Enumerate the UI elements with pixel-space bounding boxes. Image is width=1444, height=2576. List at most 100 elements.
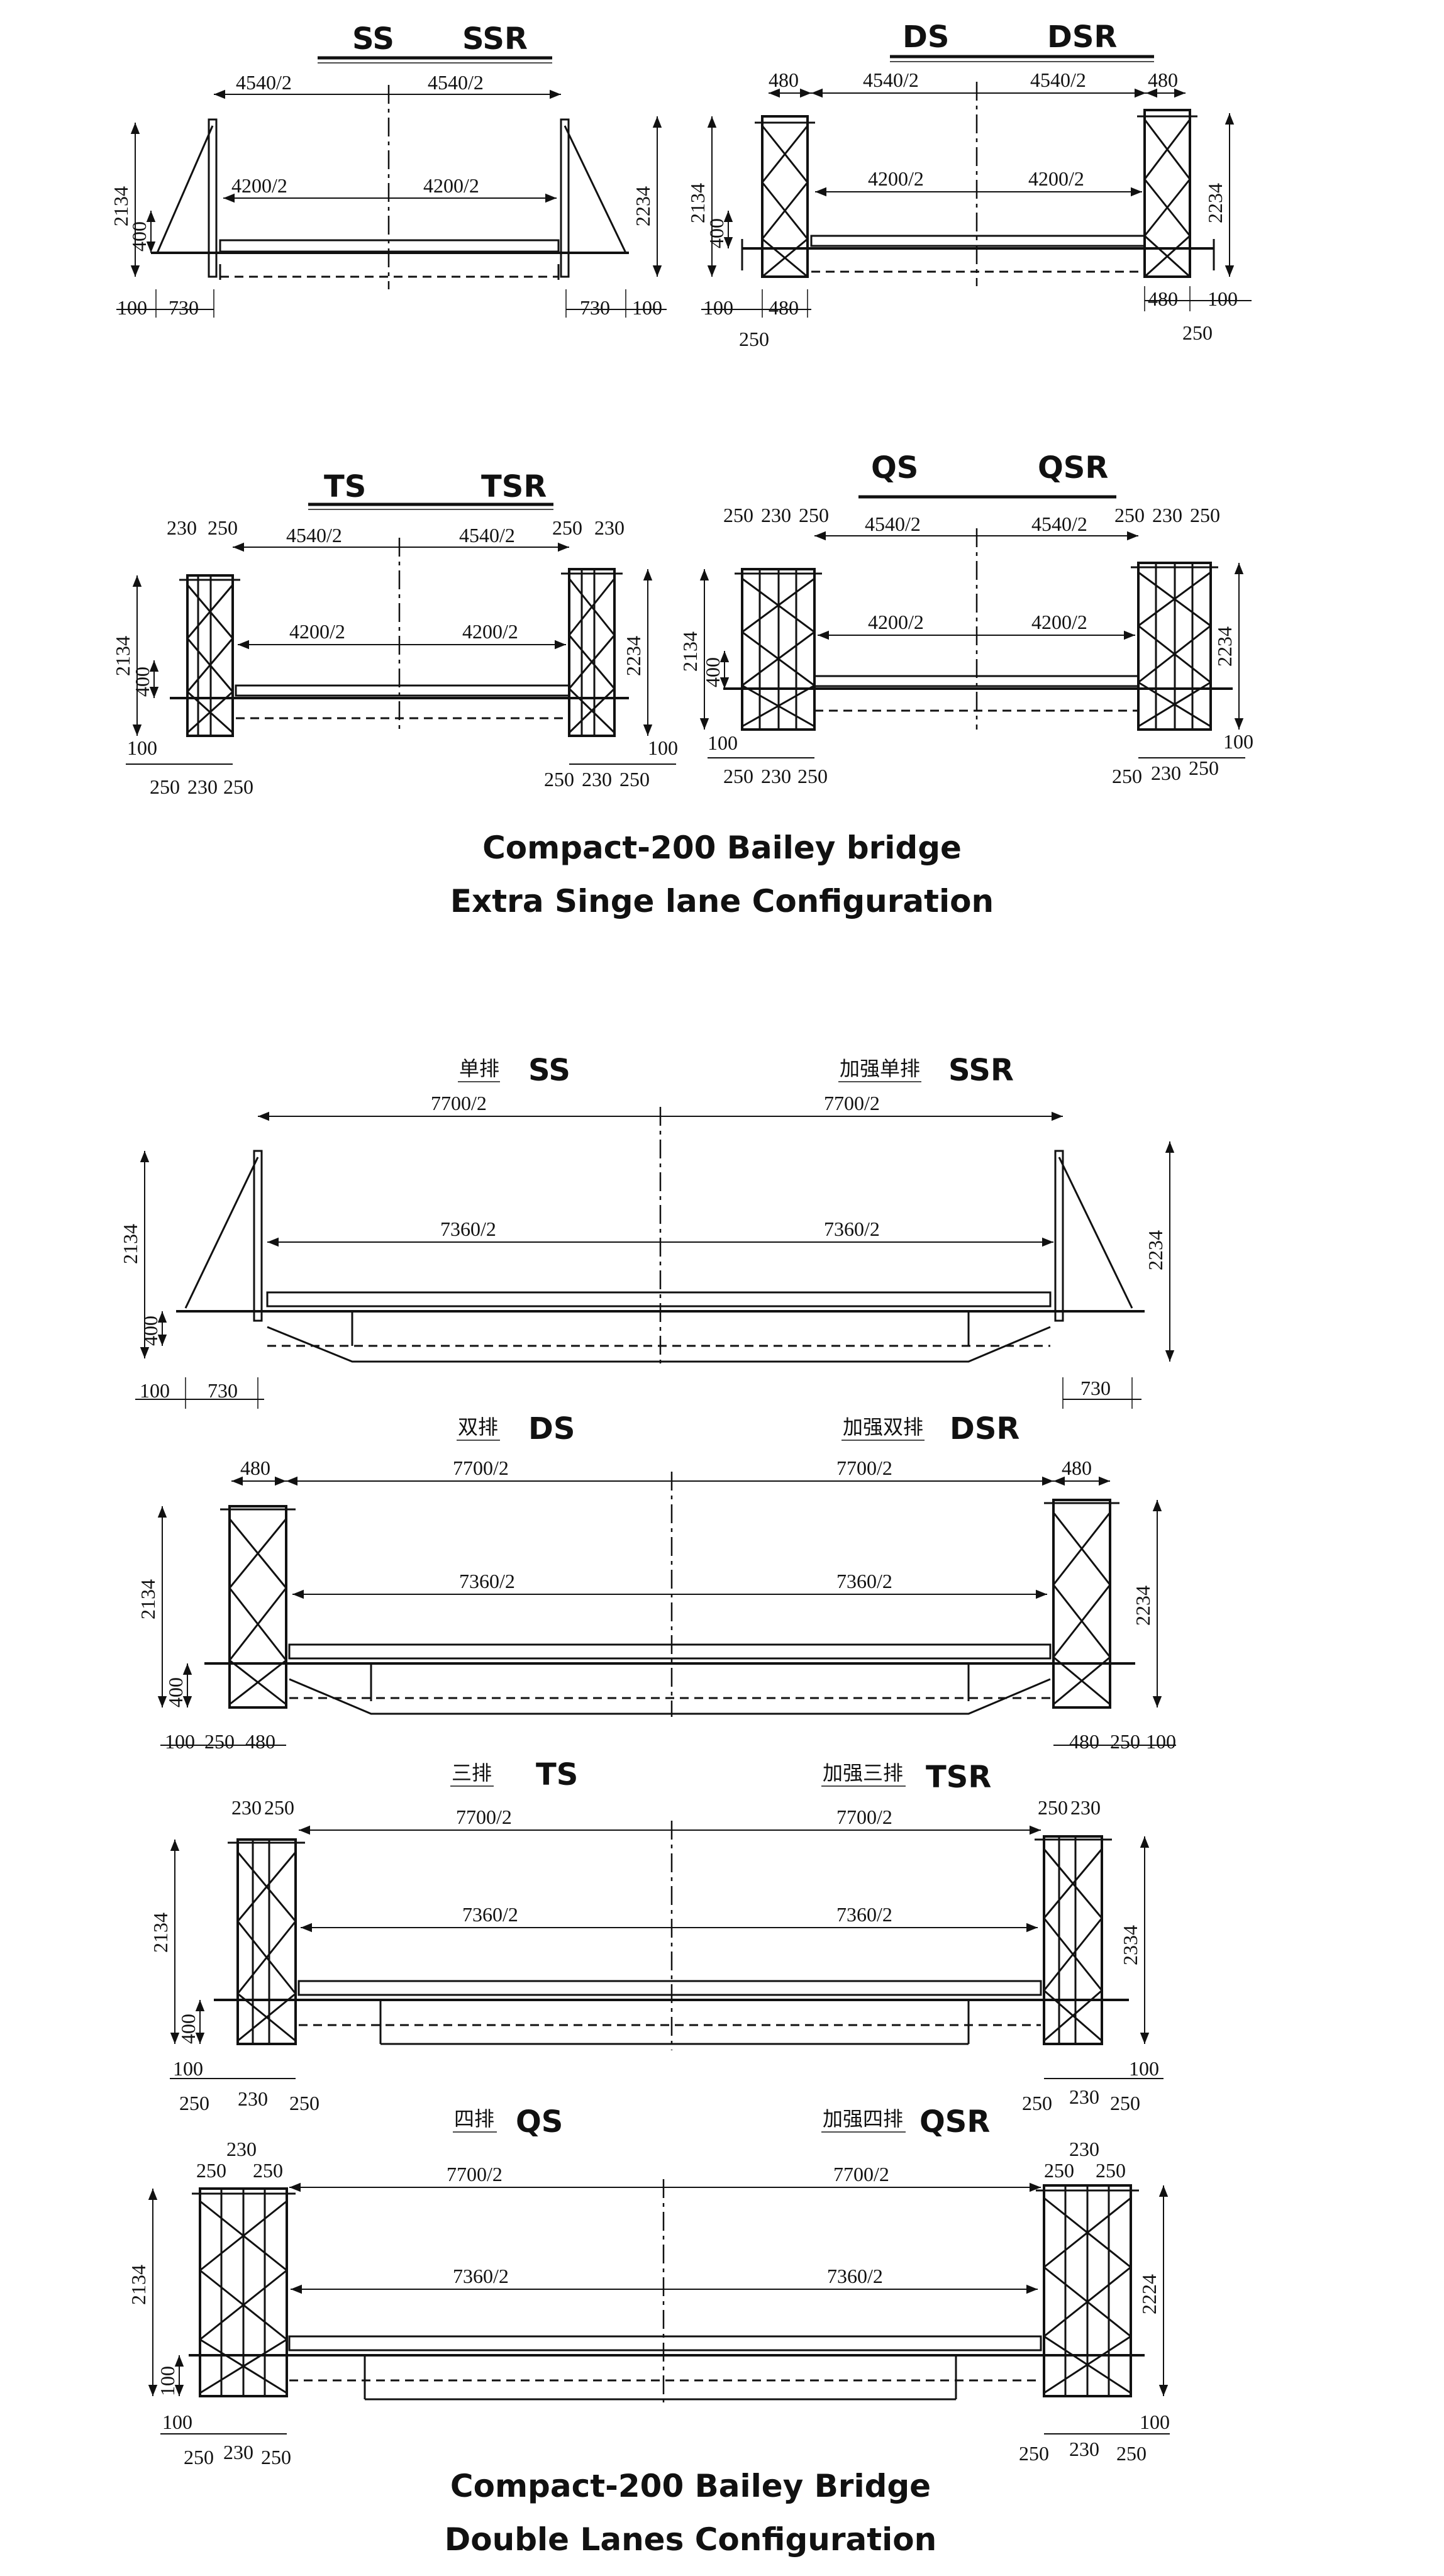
dim-deck-left: 4200/2 [868, 611, 924, 633]
dim-a-left: 250 [150, 775, 180, 798]
code-ds: DS [528, 1411, 575, 1446]
dim-edge-left: 100 [117, 296, 147, 319]
dim-deck-left: 7360/2 [453, 2265, 509, 2287]
dim-a-left: 250 [723, 765, 753, 787]
dim-a-left-top: 250 [264, 1796, 294, 1819]
dim-span-right: 4540/2 [1031, 513, 1087, 535]
dim-outrigger-right: 730 [1080, 1377, 1111, 1399]
code-ssr: SSR [462, 21, 528, 57]
code-tsr: TSR [926, 1760, 991, 1795]
code-ss: SS [352, 21, 394, 57]
dim-height-right: 2234 [1131, 1585, 1154, 1626]
dim-edge-left: 100 [703, 296, 733, 319]
dim-a2-left-top: 250 [799, 504, 829, 526]
dim-a2-left: 250 [289, 2092, 319, 2114]
cn-label-tsr: 加强三排 [823, 1761, 903, 1785]
dim-edge-right: 100 [632, 296, 662, 319]
dim-deck-height: 400 [131, 667, 153, 697]
code-dsr: DSR [1047, 19, 1117, 55]
dim-a-right-top: 250 [1038, 1796, 1068, 1819]
dim-span-right: 7700/2 [833, 2163, 889, 2185]
dim-b-left-top: 230 [226, 2138, 257, 2160]
dim-height-right: 2224 [1138, 2274, 1160, 2314]
dim-edge-right: 100 [1208, 287, 1238, 310]
dim-span-left: 7700/2 [447, 2163, 503, 2185]
dim-span-right: 4540/2 [428, 71, 484, 94]
dim-outrigger-left: 730 [169, 296, 199, 319]
section-subtitle-double-lane: Double Lanes Configuration [445, 2521, 936, 2558]
dim-height-right: 2234 [1144, 1230, 1167, 1270]
dim-a2-right: 250 [1116, 2442, 1147, 2465]
row-ts-tsr: 三排 TS 加强三排 TSR 230 250 7700/2 7700/2 250… [149, 1757, 1164, 2114]
dim-b-left: 230 [187, 775, 218, 798]
dim-deck-left: 4200/2 [231, 174, 287, 197]
dim-deck-height: 400 [701, 657, 724, 687]
dim-truss-right: 480 [1062, 1457, 1092, 1479]
dim-deck-right: 4200/2 [423, 174, 479, 197]
dim-span-left: 4540/2 [286, 524, 342, 547]
dim-deck-left: 7360/2 [440, 1218, 496, 1240]
dim-a2-right: 250 [1110, 2092, 1140, 2114]
dim-span-right: 7700/2 [824, 1092, 880, 1114]
dim-height-left: 2134 [111, 636, 134, 676]
dim-edge-right: 100 [1129, 2057, 1159, 2080]
code-ts: TS [536, 1757, 578, 1792]
section-title-single-lane: Compact-200 Bailey bridge [482, 830, 962, 866]
dim-gap-right: 250 [1110, 1730, 1140, 1753]
dim-height-left: 2134 [679, 631, 701, 672]
row-qs-qsr: 四排 QS 加强四排 QSR 230 250 250 7700/2 7700/2… [127, 2104, 1170, 2468]
dim-height-right: 2234 [631, 186, 654, 226]
dim-b-left: 230 [761, 765, 791, 787]
dim-a-left-top: 250 [196, 2159, 226, 2182]
dim-a2-left: 250 [223, 775, 253, 798]
dim-height-left: 2134 [127, 2265, 150, 2305]
dim-deck-left: 7360/2 [462, 1903, 518, 1926]
dim-span-right: 7700/2 [836, 1457, 892, 1479]
dim-edge-left: 100 [708, 731, 738, 754]
dim-a-right: 250 [1112, 765, 1142, 787]
dim-gap-left: 250 [739, 328, 769, 350]
dim-b-left: 230 [223, 2441, 253, 2463]
dim-edge-right: 100 [648, 736, 678, 759]
dim-truss-right-bottom: 480 [1148, 287, 1178, 310]
dim-height-left: 2134 [686, 183, 709, 223]
dim-span-right: 4540/2 [459, 524, 515, 547]
dim-b-left-top: 230 [231, 1796, 262, 1819]
dim-deck-left: 4200/2 [868, 167, 924, 190]
dim-a-left-top: 230 [167, 516, 197, 539]
dim-deck-height: 400 [139, 1316, 162, 1346]
dim-deck-right: 4200/2 [1031, 611, 1087, 633]
dim-b-left-top: 250 [208, 516, 238, 539]
dim-a2-left: 250 [797, 765, 828, 787]
code-tsr: TSR [481, 469, 547, 504]
dim-deck-left: 7360/2 [459, 1570, 515, 1592]
code-dsr: DSR [950, 1411, 1019, 1446]
section-subtitle-single-lane: Extra Singe lane Configuration [450, 883, 994, 919]
dim-deck-right: 7360/2 [836, 1570, 892, 1592]
dim-a2-left-top: 250 [253, 2159, 283, 2182]
dim-truss-right-bottom: 480 [1069, 1730, 1099, 1753]
dim-height-left: 2134 [109, 186, 132, 226]
dim-deck-height: 400 [128, 221, 150, 252]
dim-edge-left: 100 [173, 2057, 203, 2080]
dim-truss-left-bottom: 480 [769, 296, 799, 319]
code-qs: QS [871, 450, 918, 486]
dim-height-right: 2234 [1213, 626, 1236, 667]
dim-deck-right: 7360/2 [824, 1218, 880, 1240]
dim-b-right-top: 230 [1152, 504, 1182, 526]
dim-height-right: 2234 [622, 636, 645, 676]
dim-truss-left: 480 [769, 69, 799, 91]
code-ds: DS [903, 19, 949, 55]
dim-span-left: 4540/2 [236, 71, 292, 94]
dim-a2-left: 250 [261, 2446, 291, 2468]
dim-b-right-top: 230 [1070, 1796, 1101, 1819]
code-ts: TS [324, 469, 366, 504]
dim-a-right-top: 250 [1044, 2159, 1074, 2182]
dim-deck-right: 4200/2 [1028, 167, 1084, 190]
dim-outrigger-left: 730 [208, 1379, 238, 1402]
dim-gap-left: 250 [204, 1730, 235, 1753]
dim-a2-right: 250 [619, 768, 650, 791]
dim-edge-right: 100 [1140, 2411, 1170, 2433]
dim-height-left: 2134 [149, 1913, 172, 1953]
